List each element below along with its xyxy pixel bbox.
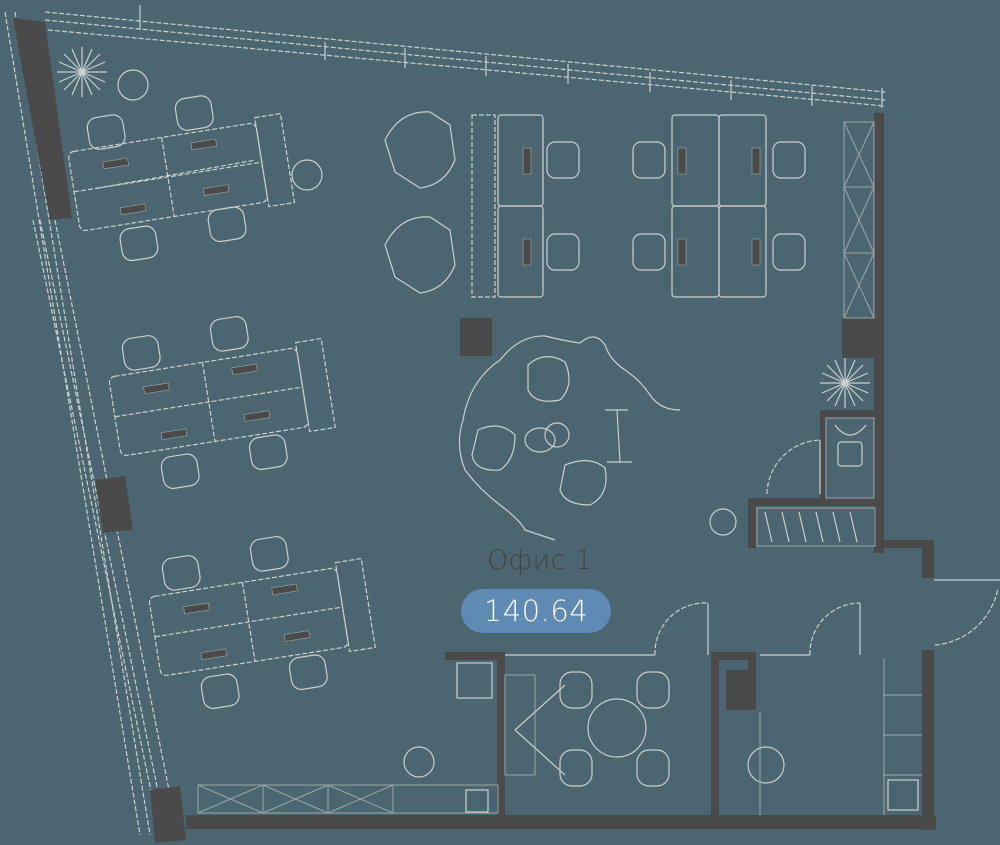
- lounge-armchairs: [384, 111, 456, 294]
- area-badge[interactable]: 140.64: [461, 589, 611, 633]
- entrance-door: [934, 579, 1000, 646]
- wc-room: [766, 417, 875, 499]
- lounge-area: [458, 335, 681, 541]
- lockers: [756, 507, 876, 547]
- right-storage: [843, 121, 875, 319]
- desk-cluster-1: [68, 95, 296, 262]
- desk-cluster-3: [148, 536, 376, 710]
- meeting-room: [505, 602, 709, 787]
- utility-room: [747, 602, 922, 815]
- left-window-glazing: [4, 11, 179, 836]
- round-tables: [117, 69, 737, 778]
- desk-cluster-2: [108, 316, 336, 490]
- plant-icons: [57, 47, 870, 408]
- room-label: Офис 1: [487, 545, 593, 576]
- center-desks: [471, 114, 806, 298]
- kitchenette: [456, 662, 566, 776]
- top-window-glazing: [44, 5, 886, 108]
- walls: [13, 18, 936, 843]
- bottom-storage: [197, 784, 499, 814]
